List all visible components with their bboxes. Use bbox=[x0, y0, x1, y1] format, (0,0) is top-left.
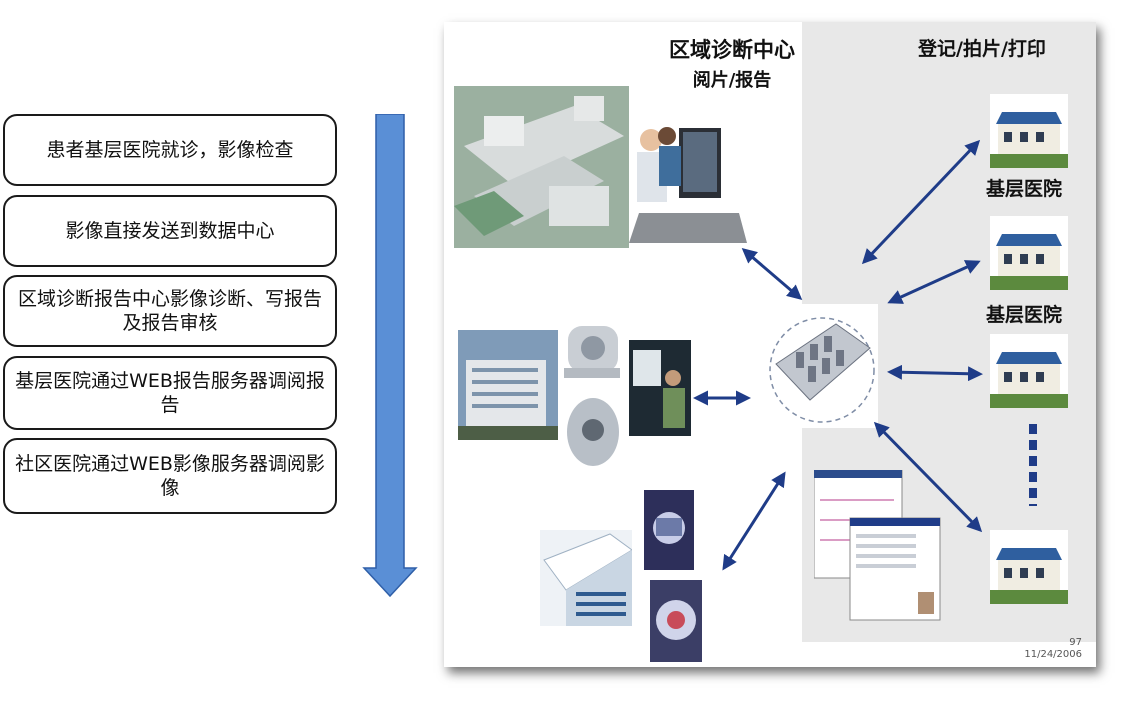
more-hospitals-ellipsis bbox=[1029, 424, 1037, 506]
hospital-campus-image bbox=[454, 86, 629, 248]
data-center-image bbox=[766, 304, 878, 428]
page-number: 97 bbox=[1069, 637, 1082, 648]
slide-footer: 97 11/24/2006 bbox=[1024, 637, 1082, 661]
step-label: 影像直接发送到数据中心 bbox=[65, 220, 275, 242]
link-center-to-diagnosis bbox=[741, 248, 803, 300]
link-center-to-hospital-3 bbox=[887, 364, 983, 382]
doctors-workstation-image bbox=[629, 118, 747, 248]
step-label: 区域诊断报告中心影像诊断、写报告及报告审核 bbox=[17, 288, 322, 334]
x-ray-device-image bbox=[644, 490, 694, 570]
hospital-label-2: 基层医院 bbox=[986, 304, 1063, 326]
workflow-down-arrow bbox=[362, 114, 418, 598]
center-title: 区域诊断中心 bbox=[669, 38, 795, 62]
community-hospital-icon-3 bbox=[990, 334, 1068, 408]
slide-date: 11/24/2006 bbox=[1024, 649, 1082, 660]
workflow-step-1: 患者基层医院就诊，影像检查 bbox=[3, 114, 337, 186]
ct-scanner-image bbox=[564, 326, 620, 466]
step-label: 社区医院通过WEB影像服务器调阅影像 bbox=[15, 453, 325, 499]
mri-device-image bbox=[650, 580, 702, 662]
workflow-step-2: 影像直接发送到数据中心 bbox=[3, 195, 337, 267]
workflow-step-4: 基层医院通过WEB报告服务器调阅报告 bbox=[3, 356, 337, 430]
community-hospital-icon-4 bbox=[990, 530, 1068, 604]
radiologist-reading-image bbox=[629, 340, 691, 436]
center-subtitle: 阅片/报告 bbox=[692, 70, 772, 91]
step-label: 基层医院通过WEB报告服务器调阅报告 bbox=[15, 370, 325, 416]
hospital-label-1: 基层医院 bbox=[986, 178, 1063, 200]
workflow-step-5: 社区医院通过WEB影像服务器调阅影像 bbox=[3, 438, 337, 514]
link-center-to-hospital-1 bbox=[861, 139, 981, 265]
workflow-step-3: 区域诊断报告中心影像诊断、写报告及报告审核 bbox=[3, 275, 337, 347]
link-center-to-hospital-2 bbox=[887, 260, 981, 304]
link-center-to-clinic bbox=[722, 471, 786, 571]
connection-arrows bbox=[693, 139, 983, 571]
right-title: 登记/拍片/打印 bbox=[918, 38, 1046, 60]
community-hospital-icon-2 bbox=[990, 216, 1068, 290]
community-hospital-icon-1 bbox=[990, 94, 1068, 168]
link-center-to-hospital-4 bbox=[873, 421, 983, 533]
hospital-building-image bbox=[458, 330, 558, 440]
regional-diagnosis-diagram: 区域诊断中心 阅片/报告 登记/拍片/打印 bbox=[444, 22, 1096, 667]
clinic-building-image bbox=[540, 530, 632, 626]
step-label: 患者基层医院就诊，影像检查 bbox=[46, 139, 294, 161]
